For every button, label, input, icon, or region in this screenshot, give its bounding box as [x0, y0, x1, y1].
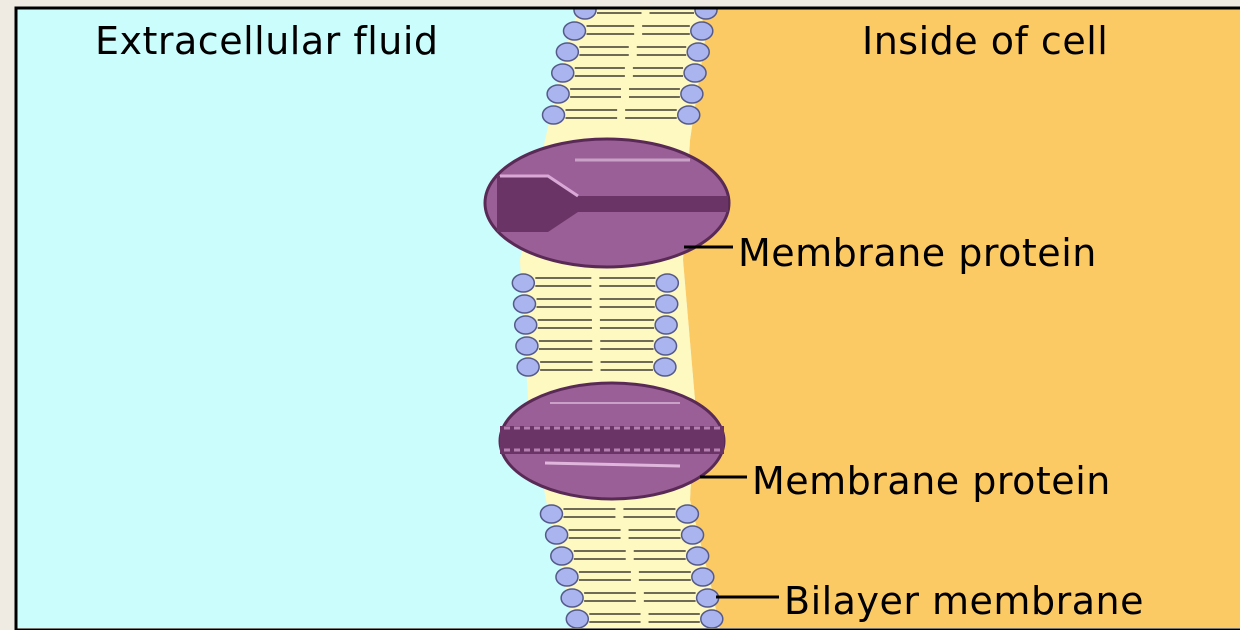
phospholipid-head-outer [514, 295, 536, 313]
phospholipid-head-inner [687, 547, 709, 565]
phospholipid-head-outer [517, 358, 539, 376]
phospholipid-head-inner [692, 568, 714, 586]
phospholipid-head-outer [561, 589, 583, 607]
phospholipid-head-inner [691, 22, 713, 40]
phospholipid-head-outer [540, 505, 562, 523]
phospholipid-head-outer [512, 274, 534, 292]
phospholipid-head-inner [654, 358, 676, 376]
phospholipid-head-outer [564, 22, 586, 40]
label-membrane-protein-top: Membrane protein [738, 234, 1097, 272]
phospholipid-head-inner [695, 1, 717, 19]
phospholipid-head-inner [682, 526, 704, 544]
label-bilayer-membrane: Bilayer membrane [784, 582, 1144, 620]
phospholipid-head-inner [655, 337, 677, 355]
phospholipid-head-inner [687, 43, 709, 61]
phospholipid-head-inner [697, 589, 719, 607]
phospholipid-head-outer [551, 547, 573, 565]
phospholipid-head-inner [701, 610, 723, 628]
label-inside-of-cell: Inside of cell [862, 22, 1108, 60]
phospholipid-head-outer [574, 1, 596, 19]
label-membrane-protein-bottom: Membrane protein [752, 462, 1111, 500]
phospholipid-head-inner [656, 274, 678, 292]
phospholipid-head-inner [676, 505, 698, 523]
label-extracellular-fluid: Extracellular fluid [95, 22, 439, 60]
phospholipid-head-outer [556, 43, 578, 61]
phospholipid-head-outer [516, 337, 538, 355]
phospholipid-head-inner [684, 64, 706, 82]
phospholipid-head-outer [515, 316, 537, 334]
membrane-protein-bottom [500, 383, 724, 499]
cytoplasm-region [683, 0, 1240, 630]
phospholipid-head-outer [556, 568, 578, 586]
phospholipid-head-outer [546, 526, 568, 544]
phospholipid-head-outer [543, 106, 565, 124]
phospholipid-head-outer [552, 64, 574, 82]
phospholipid-head-inner [678, 106, 700, 124]
phospholipid-head-outer [566, 610, 588, 628]
extracellular-region [16, 0, 582, 630]
phospholipid-head-inner [681, 85, 703, 103]
phospholipid-head-outer [547, 85, 569, 103]
phospholipid-head-inner [655, 316, 677, 334]
phospholipid-head-inner [656, 295, 678, 313]
